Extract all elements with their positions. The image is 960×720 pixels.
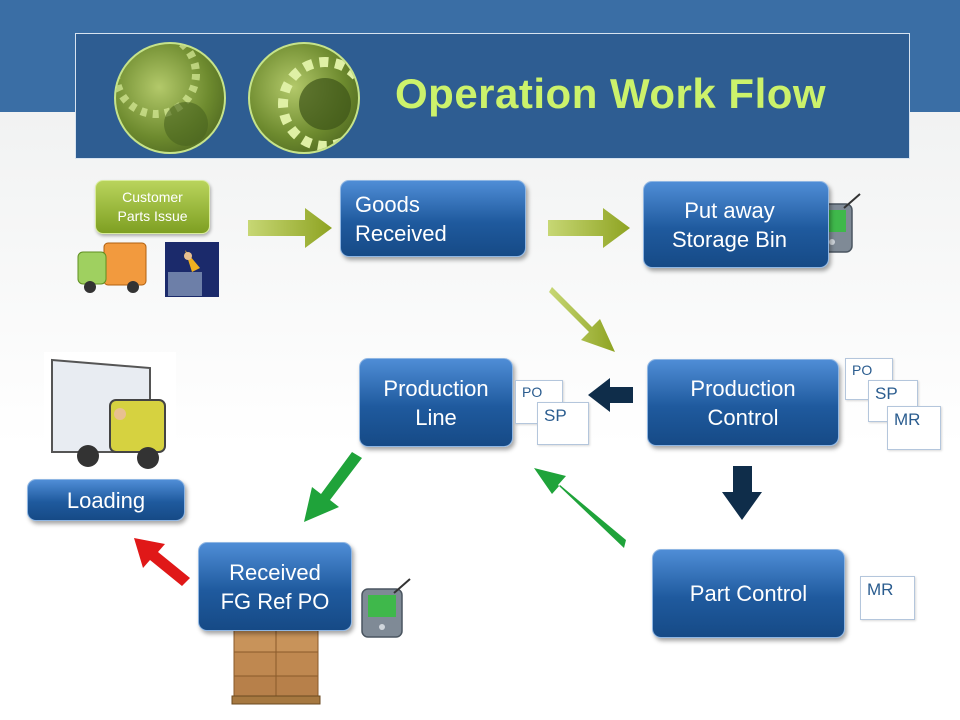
- truck-icon: [77, 242, 147, 293]
- doc-mr: MR: [887, 406, 941, 450]
- production-line-node: Production Line: [359, 358, 513, 447]
- arrow-line-to-received: [304, 452, 362, 522]
- customer-parts-issue-box: Customer Parts Issue: [95, 180, 210, 234]
- doc-mr: MR: [860, 576, 915, 620]
- part-control-node: Part Control: [652, 549, 845, 638]
- boxes-pallet-icon: [228, 623, 325, 710]
- arrow-goods-to-putaway: [548, 208, 630, 248]
- production-control-node: Production Control: [647, 359, 839, 446]
- goods-received-node: Goods Received: [340, 180, 526, 257]
- delivery-truck-icon: [44, 352, 176, 474]
- arrow-customer-to-goods: [248, 208, 332, 248]
- loading-node: Loading: [27, 479, 185, 521]
- handheld-scanner-icon: [361, 578, 411, 638]
- page-title: Operation Work Flow: [395, 70, 827, 117]
- arrow-part-to-line: [534, 468, 626, 548]
- gear-image-icon: [114, 42, 226, 154]
- doc-sp: SP: [537, 402, 589, 445]
- put-away-node: Put away Storage Bin: [643, 181, 829, 268]
- arrow-control-to-line: [588, 378, 633, 412]
- worker-icon: [165, 242, 219, 297]
- arrow-control-to-part: [722, 466, 762, 520]
- arrow-goods-to-production-control: [549, 287, 615, 352]
- title-banner: [75, 33, 910, 159]
- arrow-received-to-loading: [134, 538, 190, 586]
- gear-image-icon: [248, 42, 360, 154]
- received-fg-node: Received FG Ref PO: [198, 542, 352, 631]
